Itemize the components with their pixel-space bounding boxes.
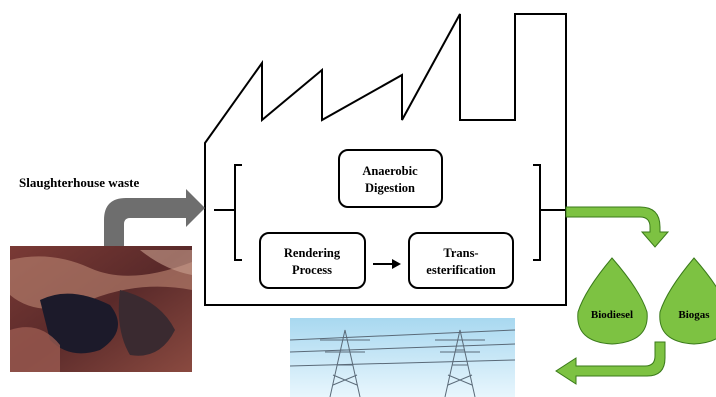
rendering-line2: Process [292, 263, 332, 277]
return-arrow-green [555, 341, 666, 385]
biodiesel-label: Biodiesel [591, 309, 633, 321]
right-bracket [533, 164, 565, 261]
output-arrow-green [565, 206, 670, 248]
biogas-drop: Biogas [659, 257, 716, 345]
input-arrow [104, 189, 205, 246]
rendering-line1: Rendering [284, 246, 341, 260]
trans-line1: Trans- [443, 246, 478, 260]
anaerobic-line2: Digestion [365, 181, 415, 195]
transesterification-box: Trans- esterification [408, 232, 514, 289]
power-transmission-towers-photo [289, 318, 516, 397]
input-label: Slaughterhouse waste [19, 175, 139, 190]
anaerobic-line1: Anaerobic [362, 164, 418, 178]
slaughterhouse-waste-photo [10, 246, 192, 372]
process-arrow [373, 259, 401, 269]
trans-line2: esterification [426, 263, 495, 277]
biogas-label: Biogas [678, 309, 710, 321]
anaerobic-digestion-box: Anaerobic Digestion [338, 149, 443, 208]
biodiesel-drop: Biodiesel [577, 257, 648, 345]
left-bracket [214, 164, 242, 261]
rendering-process-box: Rendering Process [259, 232, 366, 289]
